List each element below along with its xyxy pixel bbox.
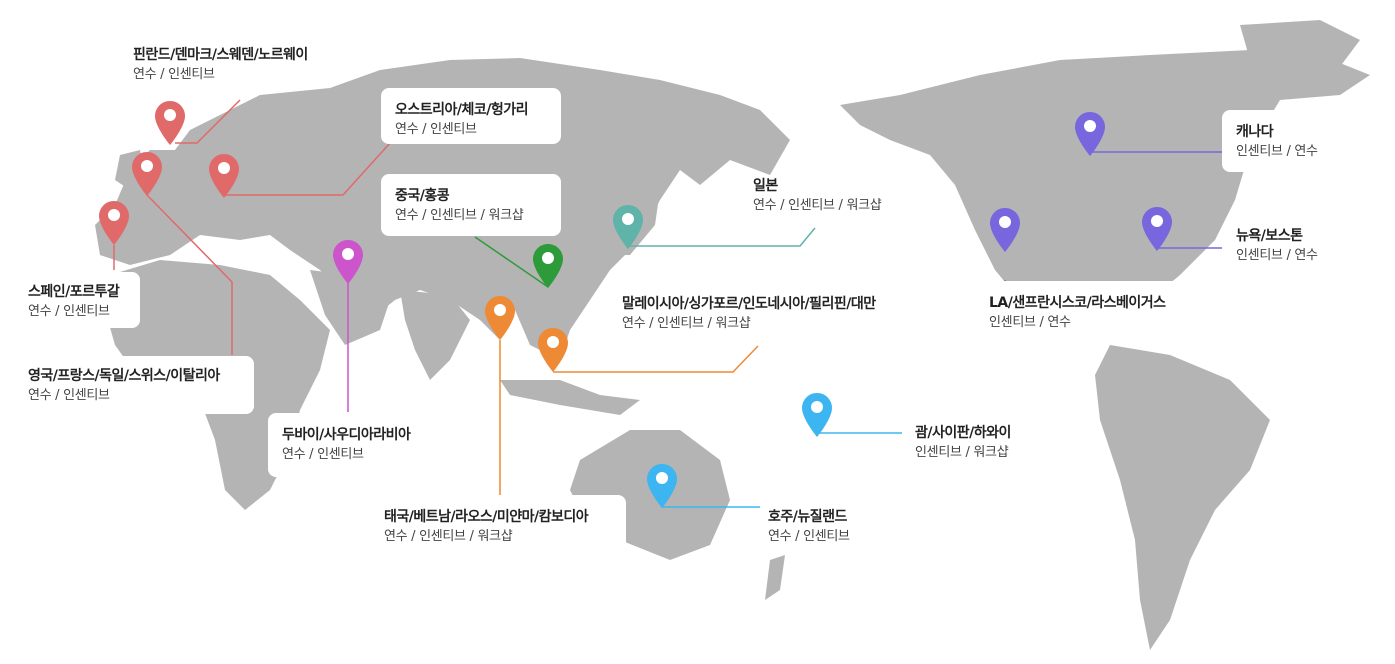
region-label-middle-east: 두바이/사우디아라비아 연수 / 인센티브 [268, 413, 431, 477]
region-programs: 인센티브 / 연수 [1236, 248, 1318, 263]
region-programs: 인센티브 / 워크샵 [915, 445, 1009, 460]
region-label-china: 중국/홍콩 연수 / 인센티브 / 워크샵 [381, 174, 561, 236]
region-programs: 연수 / 인센티브 [28, 304, 110, 319]
region-title: 괌/사이판/하와이 [915, 425, 1011, 441]
map-pin-middle-east[interactable] [333, 240, 363, 284]
map-pin-china[interactable] [533, 244, 563, 288]
region-title: LA/샌프란시스코/라스베이거스 [989, 295, 1166, 311]
connector-western-europe [146, 194, 233, 355]
connector-china [474, 236, 549, 288]
region-label-indochina: 태국/베트남/라오스/미얀마/캄보디아 연수 / 인센티브 / 워크샵 [370, 495, 626, 557]
region-programs: 연수 / 인센티브 [282, 447, 364, 462]
region-label-nordic: 핀란드/덴마크/스웨덴/노르웨이 연수 / 인센티브 [133, 45, 308, 85]
region-label-iberia: 스페인/포르투갈 연수 / 인센티브 [16, 272, 140, 328]
region-programs: 연수 / 인센티브 / 워크샵 [622, 316, 751, 331]
region-programs: 연수 / 인센티브 [133, 67, 215, 82]
region-programs: 연수 / 인센티브 [768, 529, 850, 544]
region-label-central-europe: 오스트리아/체코/헝가리 연수 / 인센티브 [381, 88, 561, 144]
indonesia-landmass [500, 380, 640, 415]
region-label-japan: 일본 연수 / 인센티브 / 워크샵 [753, 176, 882, 216]
map-pin-us-west[interactable] [990, 208, 1020, 252]
region-programs: 연수 / 인센티브 [28, 388, 110, 403]
region-programs: 인센티브 / 연수 [1236, 144, 1318, 159]
new-zealand-landmass [765, 555, 785, 600]
region-title: 뉴욕/보스톤 [1236, 228, 1303, 244]
map-pin-iberia[interactable] [99, 201, 129, 245]
connector-nordic [175, 99, 241, 144]
region-title: 오스트리아/체코/헝가리 [395, 102, 529, 118]
region-title: 핀란드/덴마크/스웨덴/노르웨이 [133, 47, 308, 63]
region-label-maritime-asia: 말레이시아/싱가포르/인도네시아/필리핀/대만 연수 / 인센티브 / 워크샵 [622, 294, 876, 334]
region-title: 태국/베트남/라오스/미얀마/캄보디아 [384, 509, 589, 525]
region-title: 일본 [753, 178, 778, 194]
map-pin-canada[interactable] [1075, 112, 1105, 156]
region-title: 말레이시아/싱가포르/인도네시아/필리핀/대만 [622, 296, 876, 312]
map-pin-oceania[interactable] [647, 464, 677, 508]
region-title: 스페인/포르투갈 [28, 284, 120, 300]
region-label-us-west: LA/샌프란시스코/라스베이거스 인센티브 / 연수 [975, 281, 1183, 345]
region-label-us-east: 뉴욕/보스톤 인센티브 / 연수 [1236, 226, 1318, 266]
map-pin-maritime-asia[interactable] [538, 328, 568, 372]
connector-maritime-asia [553, 345, 759, 373]
map-pin-us-east[interactable] [1142, 207, 1172, 251]
south-america-landmass [1095, 345, 1270, 650]
region-programs: 연수 / 인센티브 / 워크샵 [753, 198, 882, 213]
region-title: 호주/뉴질랜드 [768, 509, 847, 525]
region-programs: 연수 / 인센티브 / 워크샵 [384, 529, 513, 544]
region-title: 캐나다 [1236, 124, 1274, 140]
greenland-landmass [1240, 20, 1360, 90]
region-programs: 연수 / 인센티브 / 워크샵 [395, 208, 524, 223]
map-pin-indochina[interactable] [485, 296, 515, 340]
region-programs: 인센티브 / 연수 [989, 315, 1071, 330]
map-pin-western-europe[interactable] [132, 152, 162, 196]
region-title: 중국/홍콩 [395, 188, 450, 204]
region-label-pacific: 괌/사이판/하와이 인센티브 / 워크샵 [915, 423, 1011, 463]
region-title: 영국/프랑스/독일/스위스/이탈리아 [28, 368, 220, 384]
map-pin-central-europe[interactable] [209, 154, 239, 198]
arabia-landmass [310, 270, 390, 345]
map-pin-pacific[interactable] [802, 393, 832, 437]
connector-central-europe [224, 142, 391, 196]
region-label-western-europe: 영국/프랑스/독일/스위스/이탈리아 연수 / 인센티브 [16, 356, 254, 414]
region-label-canada: 캐나다 인센티브 / 연수 [1222, 110, 1390, 172]
region-title: 두바이/사우디아라비아 [282, 427, 411, 443]
map-pin-nordic[interactable] [155, 101, 185, 145]
india-landmass [400, 290, 470, 380]
map-pin-japan[interactable] [613, 205, 643, 249]
region-label-oceania: 호주/뉴질랜드 연수 / 인센티브 [768, 507, 850, 547]
region-programs: 연수 / 인센티브 [395, 122, 477, 137]
connector-japan [628, 227, 816, 247]
